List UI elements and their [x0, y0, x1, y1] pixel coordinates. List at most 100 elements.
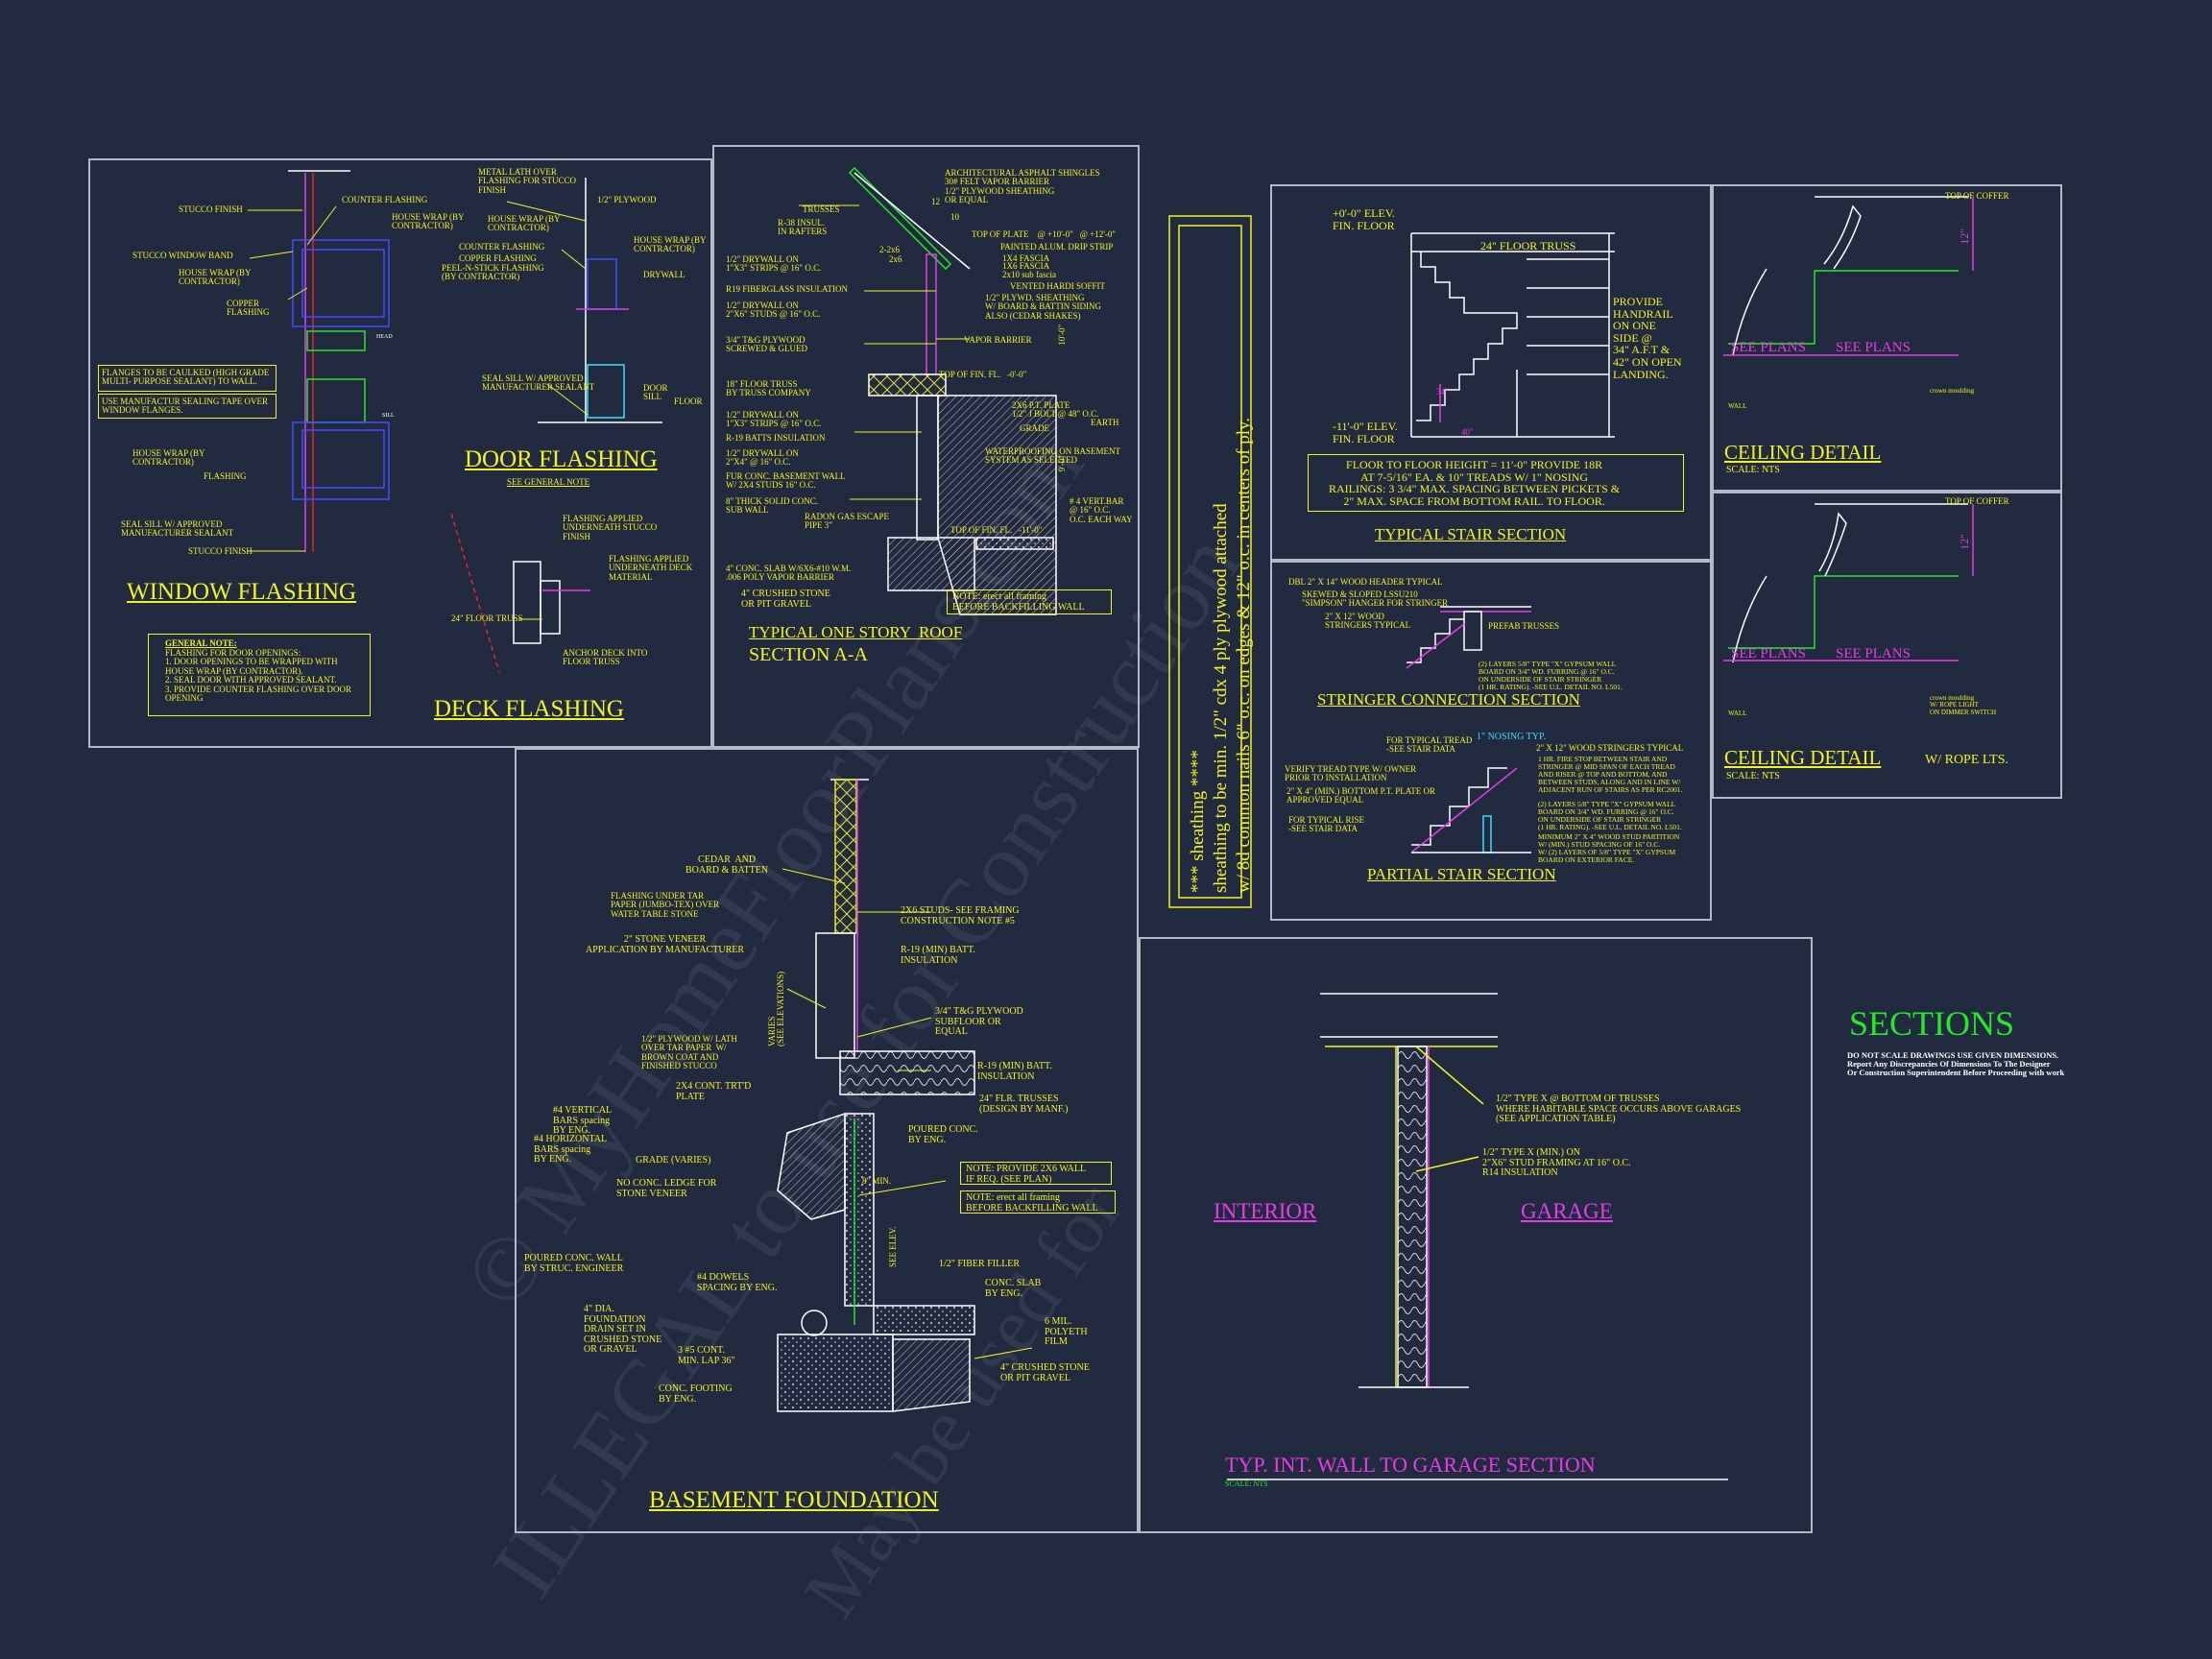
- wf-label-house-wrap-2: HOUSE WRAP (BY CONTRACTOR): [179, 268, 252, 287]
- bsmt-label-poly: 6 MIL. POLYETH FILM: [1045, 1316, 1088, 1347]
- roof-label-sub-wall: 8" THICK SOLID CONC. SUB WALL: [726, 496, 819, 516]
- ceiling1-crown: crown moulding: [1930, 387, 1975, 395]
- roof-label-drywall-4: 1/2" DRYWALL ON 2"X4" @ 16" O.C.: [726, 448, 799, 468]
- deck-label-anchor: ANCHOR DECK INTO FLOOR TRUSS: [563, 648, 648, 667]
- wf-note-flanges-box: [98, 365, 276, 392]
- deck-flashing-title: DECK FLASHING: [434, 696, 624, 722]
- window-flashing-drawing: [288, 170, 390, 552]
- roof-label-dim-10ft: 10'-0": [1057, 324, 1068, 346]
- ceiling2-scale: SCALE: NTS: [1726, 771, 1780, 781]
- df-label-metal-lath: METAL LATH OVER FLASHING FOR STUCCO FINI…: [478, 167, 577, 195]
- garage-wall-title: TYP. INT. WALL TO GARAGE SECTION: [1225, 1453, 1596, 1477]
- roof-label-vert-bar: # 4 VERT.BAR @ 16" O.C. O.C. EACH WAY: [1070, 496, 1133, 524]
- bsmt-label-fiber-filler: 1/2" FIBER FILLER: [939, 1259, 1021, 1269]
- bsmt-label-cont-plate: 2X4 CONT. TRT'D PLATE: [676, 1081, 752, 1102]
- roof-label-plywood: 3/4" T&G PLYWOOD SCREWED & GLUED: [726, 335, 807, 354]
- stringer-label-prefab: PREFAB TRUSSES: [1488, 621, 1559, 631]
- wf-note-tape-box: [98, 394, 276, 419]
- partial-label-gypsum: (2) LAYERS 5/8" TYPE "X" GYPSUM WALL BOA…: [1538, 800, 1682, 831]
- roof-label-r38: R-38 INSUL. IN RAFTERS: [778, 218, 828, 237]
- bsmt-label-plywood-lath: 1/2" PLYWOOD W/ LATH OVER TAR PAPER W/ B…: [641, 1034, 737, 1071]
- bsmt-label-flr-trusses: 24" FLR. TRUSSES (DESIGN BY MANF.): [979, 1094, 1069, 1115]
- stair-section-title: TYPICAL STAIR SECTION: [1375, 525, 1567, 543]
- ceiling2-wall: WALL: [1728, 709, 1747, 717]
- roof-label-sub-fascia: 2x10 sub fascia: [1002, 270, 1056, 279]
- bsmt-label-studs: 2X6 STUDS- SEE FRAMING CONSTRUCTION NOTE…: [901, 905, 1020, 926]
- bsmt-label-poured-wall: POURED CONC. WALL BY STRUC. ENGINEER: [524, 1253, 624, 1274]
- bsmt-label-crushed-stone: 4" CRUSHED STONE OR PIT GRAVEL: [1000, 1362, 1090, 1383]
- ceiling1-see-plans-2: SEE PLANS: [1836, 340, 1911, 355]
- bsmt-note1: NOTE: PROVIDE 2X6 WALL IF REQ. (SEE PLAN…: [966, 1164, 1087, 1185]
- partial-label-rise: FOR TYPICAL RISE -SEE STAIR DATA: [1288, 815, 1365, 834]
- ceiling1-scale: SCALE: NTS: [1726, 465, 1780, 475]
- bsmt-label-r19-2: R-19 (MIN) BATT. INSULATION: [977, 1061, 1052, 1082]
- basement-drawing: [777, 779, 975, 1412]
- ceiling2-suffix: W/ ROPE LTS.: [1925, 753, 2008, 767]
- sheathing-note: *** sheathing **** sheathing to be min. …: [1188, 418, 1254, 893]
- df-label-peel-n-stick: PEEL-N-STICK FLASHING (BY CONTRACTOR): [442, 263, 544, 282]
- ceiling1-wall: WALL: [1728, 402, 1747, 410]
- sheathing-frame: [1168, 215, 1252, 908]
- df-label-house-wrap-2: HOUSE WRAP (BY CONTRACTOR): [634, 235, 707, 254]
- ceiling2-top-of-coffer: TOP OF COFFER: [1945, 496, 2009, 506]
- partial-label-nosing: 1" NOSING TYP.: [1477, 732, 1546, 742]
- roof-label-soffit: VENTED HARDI SOFFIT: [1010, 281, 1105, 291]
- panel-stringer: [1270, 561, 1712, 921]
- roof-label-top-plate: TOP OF PLATE @ +10'-0" @ +12'-0": [972, 229, 1117, 239]
- stair-drawing: [1410, 232, 1615, 438]
- bsmt-label-vertical-bars: #4 VERTICAL BARS spacing BY ENG.: [553, 1105, 613, 1136]
- df-label-seal-sill: SEAL SILL W/ APPROVED MANUFACTURER SEALA…: [482, 373, 595, 393]
- stair-floor-truss: 24" FLOOR TRUSS: [1480, 239, 1576, 252]
- partial-label-tread: FOR TYPICAL TREAD -SEE STAIR DATA: [1386, 735, 1473, 755]
- bsmt-label-conc-slab: CONC. SLAB BY ENG.: [985, 1278, 1042, 1299]
- door-flashing-title: DOOR FLASHING: [465, 446, 658, 472]
- df-label-house-wrap-1: HOUSE WRAP (BY CONTRACTOR): [488, 214, 561, 233]
- ceiling2-see-plans-1: SEE PLANS: [1731, 646, 1806, 661]
- partial-label-bottom-plate: 2" X 4" (MIN.) BOTTOM P.T. PLATE OR APPR…: [1286, 786, 1436, 805]
- bsmt-label-poured-conc: POURED CONC. BY ENG.: [908, 1124, 978, 1145]
- stringer-label-header: DBL 2" X 14" WOOD HEADER TYPICAL: [1288, 577, 1443, 587]
- roof-note-box: [947, 589, 1112, 614]
- partial-stair-title: PARTIAL STAIR SECTION: [1367, 865, 1556, 883]
- roof-label-fur-conc: FUR CONC. BASEMENT WALL W/ 2X4 STUDS 16"…: [726, 471, 846, 491]
- leader-lines: [248, 201, 1033, 1359]
- roof-label-drip-strip: PAINTED ALUM. DRIP STRIP: [1000, 242, 1114, 252]
- window-flashing-title: WINDOW FLASHING: [127, 579, 357, 605]
- bsmt-label-r19-1: R-19 (MIN) BATT. INSULATION: [901, 945, 975, 966]
- df-label-plywood: 1/2" PLYWOOD: [597, 195, 657, 204]
- wf-label-flashing: FLASHING: [204, 471, 247, 481]
- partial-label-wood-stringers: 2" X 12" WOOD STRINGERS TYPICAL: [1536, 743, 1684, 753]
- roof-label-2-2x6: 2-2x6: [879, 245, 900, 254]
- panel-ceiling-1: [1712, 184, 2062, 492]
- partial-label-partition: MINIMUM 2" X 4" WOOD STUD PARTITION W/ (…: [1538, 832, 1680, 864]
- panel-garage-wall: [1139, 937, 1813, 1533]
- wf-label-house-wrap-1: HOUSE WRAP (BY CONTRACTOR): [392, 212, 465, 231]
- roof-label-r19-batts: R-19 BATTS INSULATION: [726, 433, 826, 443]
- bsmt-note2: NOTE: erect all framing BEFORE BACKFILLI…: [966, 1192, 1098, 1214]
- panel-stair: [1270, 184, 1712, 561]
- bsmt-label-horizontal-bars: #4 HORIZONTAL BARS spacing BY ENG.: [534, 1134, 608, 1165]
- ceiling2-dim: 12": [1958, 533, 1972, 550]
- roof-label-2x6: 2x6: [889, 254, 902, 264]
- bsmt-label-dowels: #4 DOWELS SPACING BY ENG.: [697, 1272, 778, 1293]
- garage-label-garage: GARAGE: [1521, 1199, 1613, 1223]
- partial-label-fire-stop: 1 HR. FIRE STOP BETWEEN STAIR AND STRING…: [1538, 755, 1683, 794]
- wf-label-copper-flashing: COPPER FLASHING: [227, 299, 270, 318]
- roof-label-top-fin-fl: TOP OF FIN. FL. -0'-0": [939, 370, 1027, 379]
- roof-label-sheathing: 1/2" PLYWD. SHEATHING W/ BOARD & BATTIN …: [985, 293, 1101, 321]
- roof-label-shingles: ARCHITECTURAL ASPHALT SHINGLES 30# FELT …: [945, 168, 1100, 205]
- wf-label-stucco-finish-bottom: STUCCO FINISH: [188, 546, 252, 556]
- roof-label-drywall-1: 1/2" DRYWALL ON 1"X3" STRIPS @ 16" O.C.: [726, 254, 822, 274]
- wf-label-sill: SILL: [382, 413, 395, 419]
- stair-elev-top: +0'-0" ELEV. FIN. FLOOR: [1333, 206, 1395, 232]
- stair-dim-b: 40": [1461, 427, 1474, 437]
- stringer-section-title: STRINGER CONNECTION SECTION: [1317, 690, 1580, 709]
- stringer-label-stringers: 2" X 12" WOOD STRINGERS TYPICAL: [1325, 612, 1411, 631]
- bsmt-note2-box: [960, 1190, 1116, 1214]
- roof-label-r19: R19 FIBERGLASS INSULATION: [726, 284, 849, 294]
- roof-label-1x6-fascia: 1X6 FASCIA: [1002, 261, 1050, 271]
- door-flashing-subtitle: SEE GENERAL NOTE: [507, 477, 590, 487]
- deck-label-deck-material: FLASHING APPLIED UNDERNEATH DECK MATERIA…: [609, 554, 693, 582]
- bsmt-label-subfloor: 3/4" T&G PLYWOOD SUBFLOOR OR EQUAL: [935, 1006, 1023, 1037]
